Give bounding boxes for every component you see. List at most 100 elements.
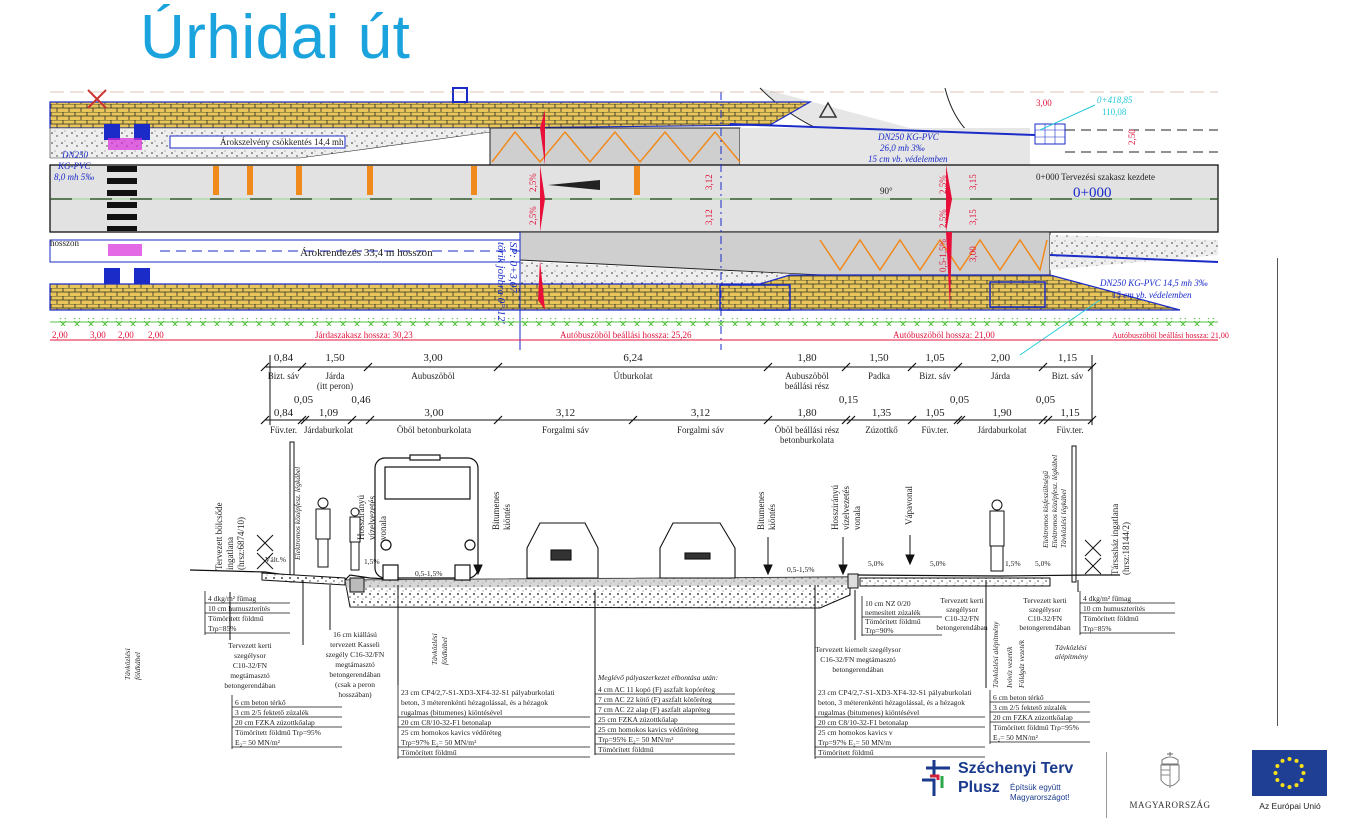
pedestrian-figures (315, 497, 1005, 572)
dim-label: Járda (991, 371, 1010, 381)
slide-title: Úrhidai út (140, 3, 411, 72)
dim-vertical: 3,15 (968, 209, 978, 225)
rule-line (956, 415, 966, 425)
property-label: (hrsz:6874/10) (236, 517, 246, 570)
dim-label: Füv.ter. (270, 425, 297, 435)
length-label: Autóbuszöböl beállási hossza: 25,26 (560, 330, 692, 340)
curb-label: betongerendában (832, 665, 883, 674)
layer-row: 20 cm FZKA zúzottkőalap (235, 718, 315, 727)
cable-label: Elektromos kisfeszültségű (1041, 470, 1050, 549)
layer-row: rugalmas (bitumenes) kiöntésével (818, 708, 919, 717)
slope-label: 1,5% (364, 557, 380, 566)
crosswalk (107, 166, 137, 231)
dim-label: Forgalmi sáv (542, 425, 590, 435)
slope-label: 2,5% (938, 175, 948, 194)
layer-row: Trρ=95% E₂= 50 MN/m² (598, 735, 674, 744)
curb-label: betongerendában (936, 623, 987, 632)
property-label: ingatlana (225, 537, 235, 570)
dim-label: Aubuszöböl (411, 371, 455, 381)
curb-label: (csak a peron (335, 680, 375, 689)
layer-row: Trρ=97% E₂= 50 MN/m (818, 738, 891, 747)
orange-markings (213, 166, 640, 195)
telecom-label: Távközlési (1055, 643, 1087, 652)
dim-bottom: 2,00 (52, 330, 68, 340)
dim-value: 3,12 (691, 407, 710, 419)
dim-label: Járda (326, 371, 345, 381)
rule-line (841, 362, 851, 372)
dim-label: Bizt. sáv (1052, 371, 1084, 381)
dim-label: Füv.ter. (1057, 425, 1084, 435)
layer-row: 6 cm beton térkő (235, 698, 286, 707)
bus-illustration (374, 454, 479, 581)
layer-row: Tömörített földmű Trρ=95% (235, 728, 321, 737)
eu-star-icon (1273, 771, 1278, 775)
pipe-upper-right: 26,0 mh 3‰ (880, 143, 925, 153)
layer-row: 3 cm 2/5 fektető zúzalék (235, 708, 309, 717)
rule-line (907, 362, 917, 372)
drain-label: vízelvezetés (841, 486, 851, 530)
dim-bottom: 2,00 (148, 330, 164, 340)
slope-label: 5,0% (930, 559, 946, 568)
szechenyi-cross-icon (922, 760, 950, 796)
sp-label: SP: 0+3,07 (507, 242, 519, 293)
slope-label: 0,5-1,5% (938, 239, 948, 272)
rule-line (907, 415, 917, 425)
eu-star-icon (1299, 764, 1304, 768)
dim-value: 1,15 (1060, 407, 1080, 419)
dim-label: Zúzottkő (865, 425, 898, 435)
dim-vertical: 3,12 (704, 174, 714, 190)
slope-label: 5,0% (1035, 559, 1051, 568)
layer-row: 7 cm AC 22 alap (F) aszfalt alapréteg (598, 705, 711, 714)
dim-label: Aubuszöböl (785, 371, 829, 381)
layer-row: 10 cm humuszterítés (1083, 604, 1145, 613)
drain-label: vízelvezetés (367, 496, 377, 540)
dim-value: 1,50 (869, 352, 889, 364)
drain-label: Hosszirányú (356, 495, 366, 540)
dim-value: 1,80 (797, 352, 817, 364)
curb-label: C10-32/FN (233, 661, 268, 670)
layer-row: 4 cm AC 11 kopó (F) aszfalt kopóréteg (598, 685, 715, 694)
layer-row: Trρ=97% E₂= 50 MN/m² (401, 738, 477, 747)
slope-label: 5,0% (868, 559, 884, 568)
hungary-logo: MAGYARORSZÁG (1125, 750, 1215, 814)
layer-row: rugalmas (bitumenes) kiöntésével (401, 708, 502, 717)
eu-star-icon (1275, 764, 1280, 768)
layer-row: nemesített zúzalék (865, 608, 921, 617)
curb-label: szegélysor (1029, 605, 1061, 614)
rule-line (493, 415, 503, 425)
curb-label: betongerendában (224, 681, 275, 690)
layer-row: Tömörített földmű (208, 614, 264, 623)
eu-star-icon (1287, 757, 1292, 761)
chainage: 110,08 (1102, 107, 1127, 117)
rule-line (1087, 415, 1097, 425)
station-label: 0+000 (1073, 185, 1111, 201)
layer-row: 20 cm FZKA zúzottkőalap (993, 713, 1073, 722)
telecom-label: földkábel (133, 652, 142, 680)
layer-row: E₂= 50 MN/m² (235, 738, 281, 747)
curb-label: megtámasztó (335, 660, 375, 669)
szechenyi-slogan: Magyarországot! (1010, 793, 1070, 802)
rule-line (953, 362, 963, 372)
cable-label: Elektromos középfesz. légkábel (1050, 455, 1059, 549)
bitumen-label: kiöntés (502, 504, 512, 530)
fence-marks (56, 318, 1216, 326)
dim-top: 3,00 (1036, 98, 1052, 108)
curb-label: Tervezett kerti (1023, 596, 1066, 605)
curb-label: C10-32/FN (945, 614, 980, 623)
rule-line (1038, 362, 1048, 372)
layer-row: Tömörített földmű (1083, 614, 1139, 623)
rule-line (297, 362, 307, 372)
eu-star-icon (1275, 778, 1280, 782)
rule-line (628, 415, 638, 425)
dim-value: 0,05 (1036, 394, 1056, 406)
utility-label: Ivóvíz vezeték (1005, 646, 1014, 689)
pipe-upper-right: 15 cm vb. védelemben (868, 154, 948, 164)
rule-line (763, 362, 773, 372)
hosszon-label: hosszon (50, 238, 79, 248)
eu-star-icon (1294, 783, 1299, 788)
property-label: Társasház ingatlana (1110, 504, 1120, 575)
szechenyi-line1: Széchenyi Terv (958, 760, 1074, 777)
eu-label: Az Európai Unió (1250, 801, 1330, 812)
